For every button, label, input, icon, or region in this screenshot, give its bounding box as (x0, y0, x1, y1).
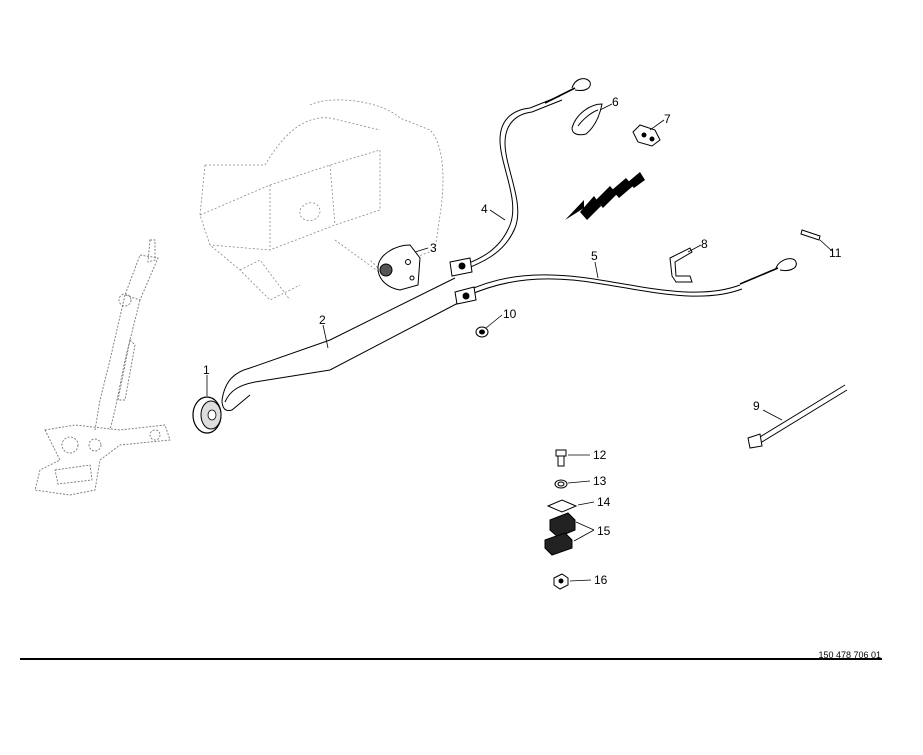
cable-fittings (449, 257, 477, 305)
callout-6: 6 (612, 95, 619, 109)
callout-13: 13 (593, 474, 607, 488)
callout-14: 14 (597, 495, 611, 509)
cable-tie-part-9 (747, 384, 848, 449)
callout-2: 2 (319, 313, 326, 327)
callout-15: 15 (597, 524, 611, 538)
leader-lines (206, 103, 833, 582)
callout-12: 12 (593, 448, 607, 462)
callout-5: 5 (591, 249, 598, 263)
callout-10: 10 (503, 307, 517, 321)
pulley-part-1 (192, 396, 222, 434)
callout-labels: 1 2 3 4 5 6 7 8 9 10 11 12 13 14 15 16 (203, 95, 842, 587)
callout-7: 7 (664, 112, 671, 126)
cable-part-5 (464, 258, 797, 297)
direction-arrow (565, 172, 645, 220)
thimble-part-6 (571, 103, 603, 136)
reference-number: 150 478 706 01 (818, 650, 881, 660)
callout-1: 1 (203, 363, 210, 377)
washer-part-10 (475, 326, 489, 338)
callout-11: 11 (829, 246, 842, 260)
callout-16: 16 (594, 573, 608, 587)
callout-8: 8 (701, 237, 708, 251)
bottom-rule (20, 658, 882, 660)
lever-assembly (34, 239, 171, 496)
callout-9: 9 (753, 399, 760, 413)
cable-part-4 (454, 78, 591, 273)
clip-part-7 (632, 124, 661, 147)
pin-part-11 (800, 229, 821, 241)
bracket-part-3 (377, 244, 421, 291)
bracket-part-8 (669, 247, 693, 283)
callout-4: 4 (481, 202, 488, 216)
callout-3: 3 (430, 241, 437, 255)
cable-part-2 (221, 277, 461, 411)
clamp-stack (544, 449, 578, 590)
